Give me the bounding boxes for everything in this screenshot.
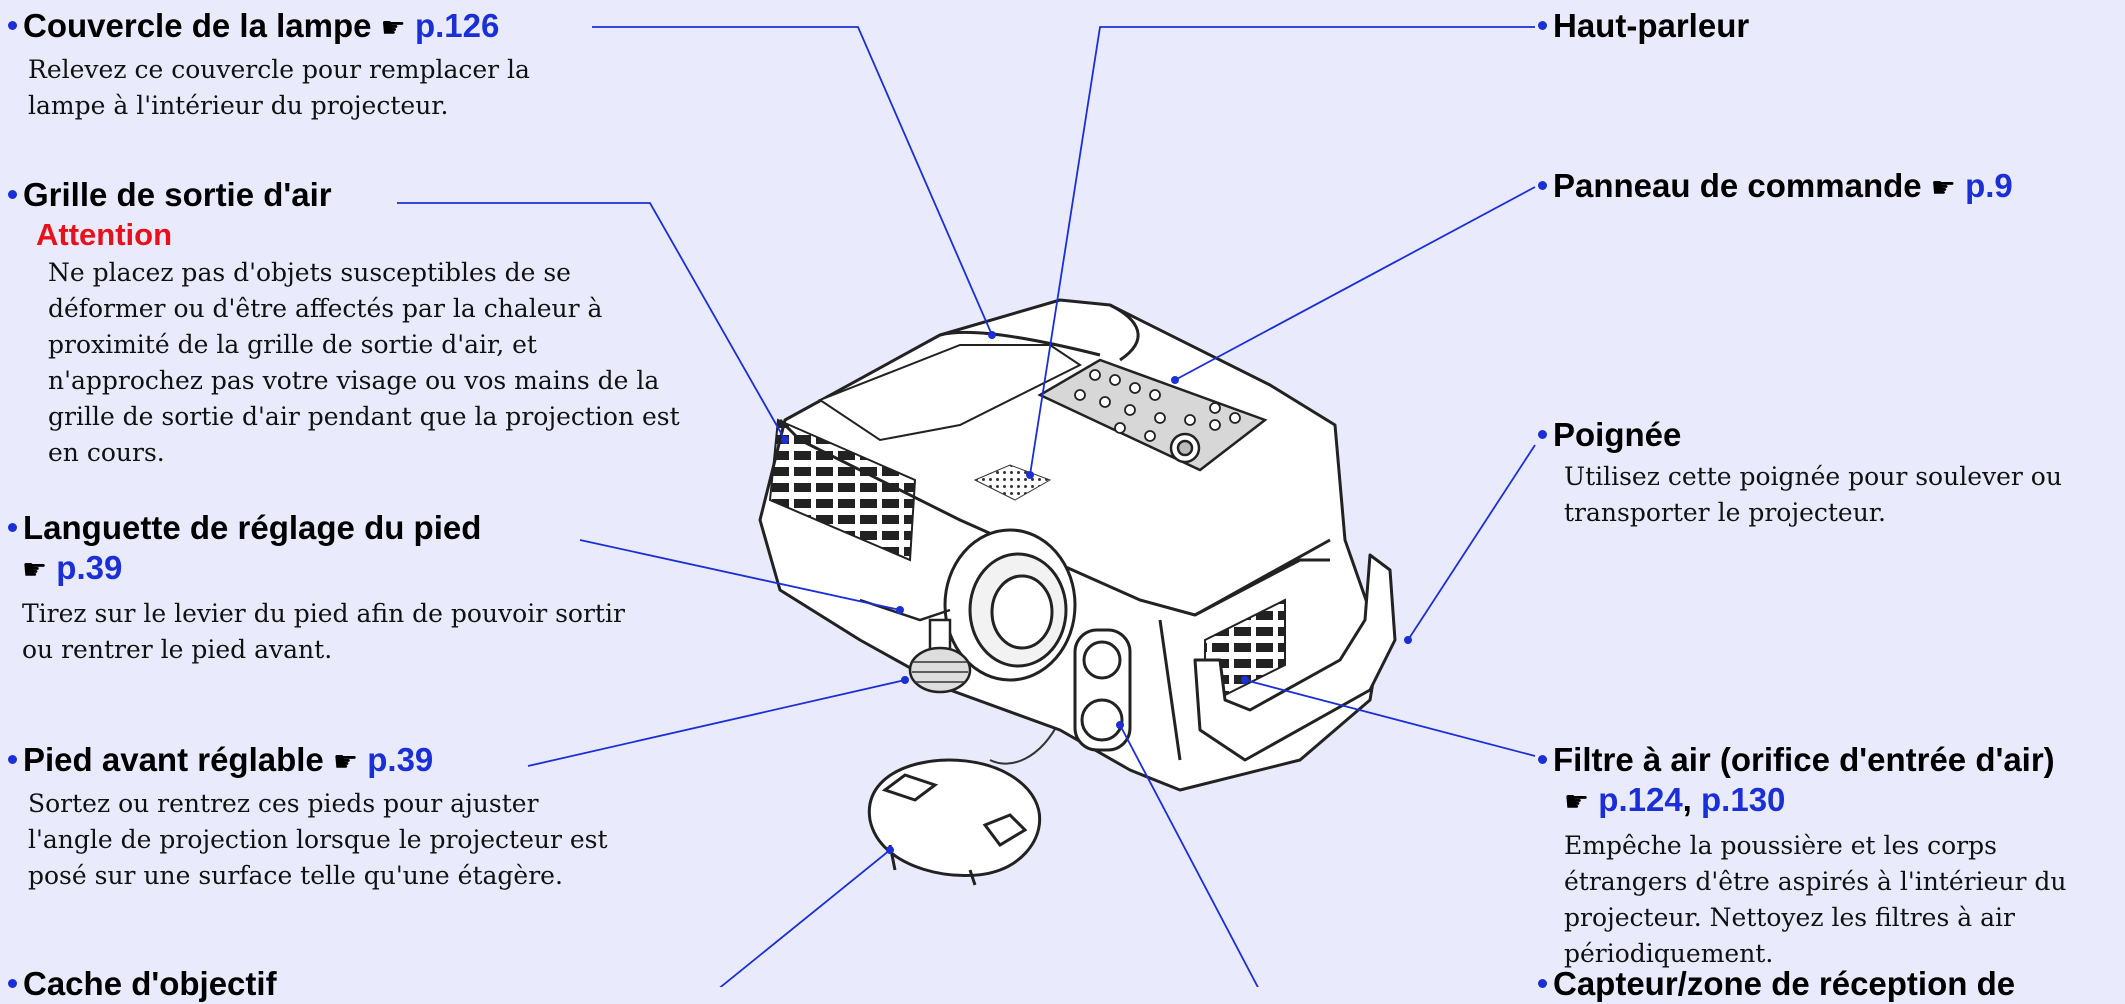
lens	[943, 528, 1077, 682]
lamp-cover	[817, 344, 1082, 442]
bullet-icon	[8, 978, 17, 988]
front-foot-description: Sortez ou rentrez ces pieds pour ajuster…	[28, 789, 608, 890]
pointing-hand-icon: ☛	[22, 553, 48, 586]
attention-label: Attention	[36, 217, 173, 252]
front-foot	[859, 598, 972, 694]
remote-sensor-title: Capteur/zone de réception de	[1553, 965, 2016, 1002]
control-panel-title: Panneau de commande	[1553, 167, 1922, 204]
lens-cap	[867, 758, 1041, 886]
bullet-icon	[8, 522, 17, 532]
front-foot-page-link[interactable]: p.39	[367, 741, 434, 778]
bullet-icon	[1538, 429, 1547, 439]
pointing-hand-icon: ☛	[1564, 785, 1590, 818]
callout-air-exhaust: Grille de sortie d'air Attention Ne plac…	[8, 175, 698, 471]
air-exhaust-warning: Ne placez pas d'objets susceptibles de s…	[48, 258, 680, 467]
callout-foot-lever: Languette de réglage du pied ☛ p.39 Tire…	[8, 508, 648, 668]
bullet-icon	[8, 189, 17, 199]
front-foot-title: Pied avant réglable	[23, 741, 324, 778]
callout-front-foot: Pied avant réglable ☛ p.39 Sortez ou ren…	[8, 740, 658, 894]
lens-cap-cord	[989, 719, 1061, 765]
air-filter-page-link-1[interactable]: p.124	[1598, 781, 1683, 818]
control-panel-page-link[interactable]: p.9	[1965, 167, 2013, 204]
air-filter-description: Empêche la poussière et les corps étrang…	[1564, 831, 2067, 968]
carry-handle	[1193, 553, 1397, 762]
speaker-title: Haut-parleur	[1553, 7, 1750, 44]
callout-speaker: Haut-parleur	[1538, 6, 2098, 46]
lamp-cover-title: Couvercle de la lampe	[23, 7, 372, 44]
foot-lever-page-link[interactable]: p.39	[56, 549, 123, 586]
callout-air-filter: Filtre à air (orifice d'entrée d'air) ☛ …	[1538, 740, 2118, 972]
bullet-icon	[8, 20, 17, 30]
lens-cap-title: Cache d'objectif	[23, 965, 277, 1002]
leader-lines	[397, 26, 1536, 987]
air-exhaust-title: Grille de sortie d'air	[23, 176, 332, 213]
air-filter-ref-separator: ,	[1682, 781, 1692, 818]
control-panel	[1037, 358, 1268, 472]
handle-description: Utilisez cette poignée pour soulever ou …	[1564, 462, 2062, 527]
bullet-icon	[1538, 754, 1547, 764]
air-filter-title: Filtre à air (orifice d'entrée d'air)	[1553, 741, 2055, 778]
callout-control-panel: Panneau de commande ☛ p.9	[1538, 166, 2118, 208]
callout-remote-sensor: Capteur/zone de réception de	[1538, 964, 2118, 1004]
bullet-icon	[1538, 180, 1547, 190]
remote-sensor	[1073, 628, 1132, 752]
bullet-icon	[1538, 978, 1547, 988]
bullet-icon	[1538, 20, 1547, 30]
callout-lamp-cover: Couvercle de la lampe ☛ p.126 Relevez ce…	[8, 6, 588, 124]
bullet-icon	[8, 754, 17, 764]
exhaust-grille	[768, 418, 917, 562]
pointing-hand-icon: ☛	[1930, 171, 1956, 204]
lamp-cover-description: Relevez ce couvercle pour remplacer la l…	[28, 55, 530, 120]
air-filter-page-link-2[interactable]: p.130	[1701, 781, 1786, 818]
leader-dots	[781, 331, 1412, 854]
foot-lever-title: Languette de réglage du pied	[23, 509, 482, 546]
handle-title: Poignée	[1553, 416, 1682, 453]
pointing-hand-icon: ☛	[380, 11, 406, 44]
callout-handle: Poignée Utilisez cette poignée pour soul…	[1538, 415, 2108, 531]
foot-lever-description: Tirez sur le levier du pied afin de pouv…	[22, 599, 625, 664]
lamp-cover-page-link[interactable]: p.126	[414, 7, 500, 44]
pointing-hand-icon: ☛	[332, 745, 359, 778]
callout-lens-cap: Cache d'objectif	[8, 964, 508, 1004]
